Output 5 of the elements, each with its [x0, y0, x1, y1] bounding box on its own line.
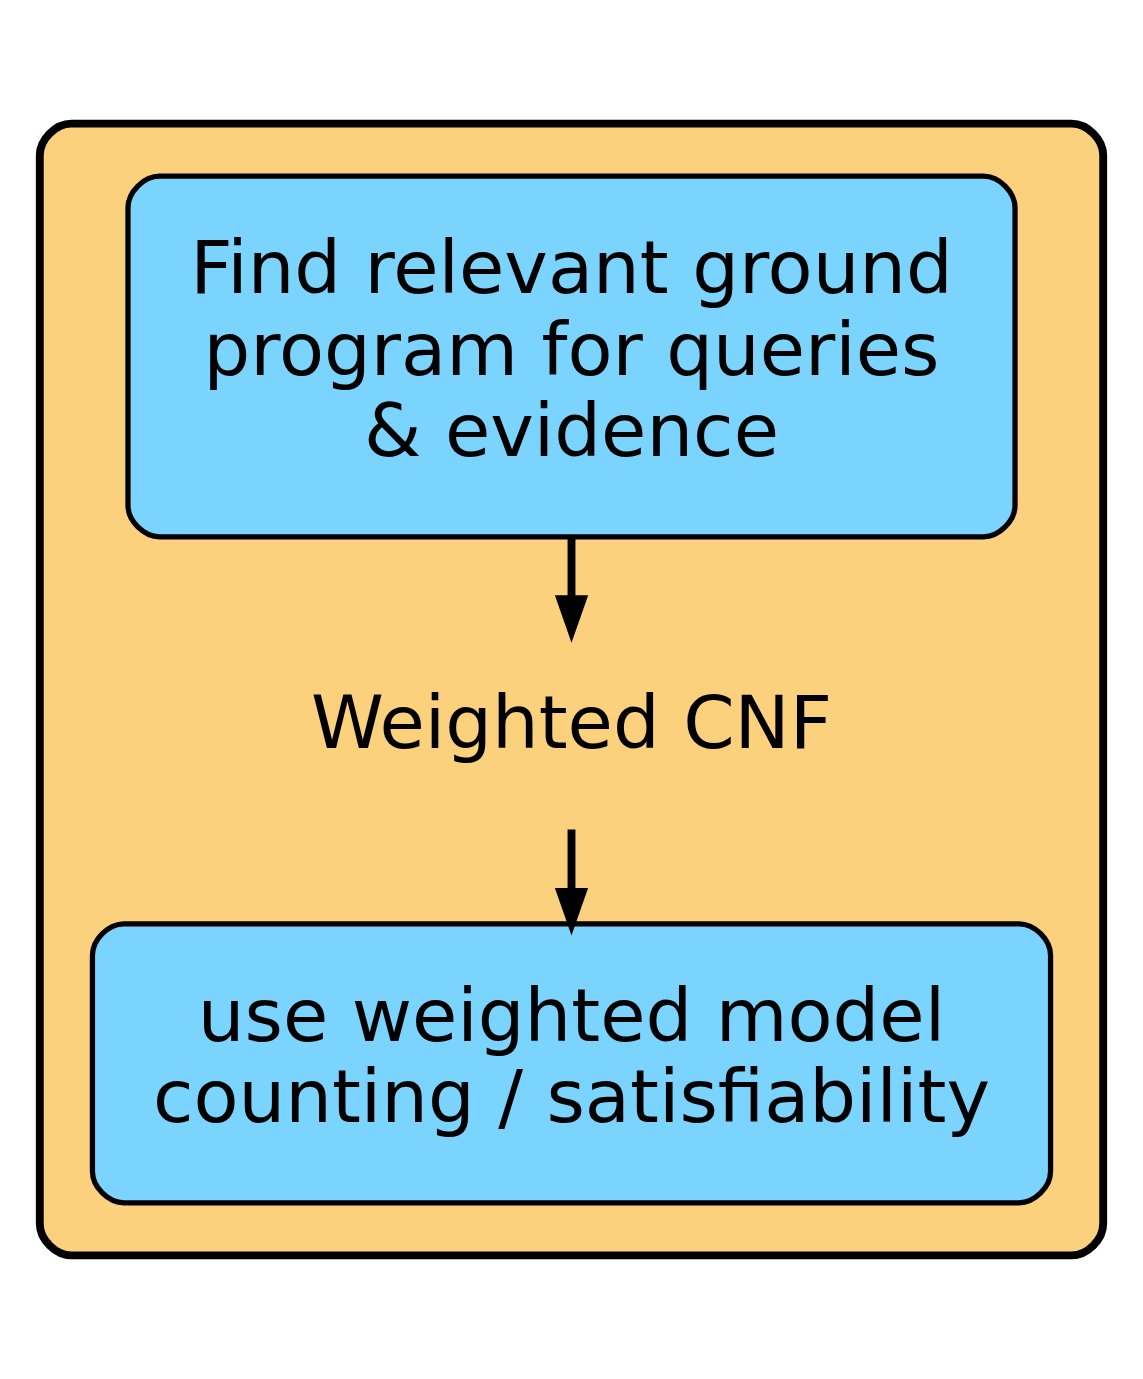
node-box: Find relevant ground program for queries & evidence — [125, 173, 1018, 540]
arrow — [554, 536, 589, 643]
node-box: use weighted model counting / satisfiability — [89, 921, 1054, 1206]
node-text: Weighted CNF — [310, 680, 833, 766]
cluster — [35, 119, 1108, 1260]
